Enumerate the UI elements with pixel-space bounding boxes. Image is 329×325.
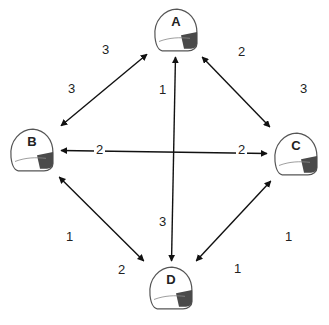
callout-number: 3 bbox=[66, 82, 77, 96]
helmet-icon bbox=[270, 130, 322, 178]
callout-number: 3 bbox=[157, 215, 168, 229]
helmet-node: A bbox=[150, 6, 202, 54]
helmet-icon bbox=[145, 264, 197, 312]
helmet-line bbox=[279, 162, 310, 166]
double-arrow bbox=[59, 177, 144, 261]
helmet-line bbox=[15, 158, 46, 162]
callout-number: 2 bbox=[94, 143, 105, 157]
double-arrow bbox=[202, 57, 270, 127]
helmet-line bbox=[154, 296, 185, 300]
helmet-visor bbox=[176, 290, 192, 307]
helmet-letter: C bbox=[270, 130, 322, 153]
callout-number: 3 bbox=[298, 82, 309, 96]
helmet-node: D bbox=[145, 264, 197, 312]
callout-number: 3 bbox=[100, 43, 111, 57]
callout-number: 2 bbox=[236, 45, 247, 59]
helmet-visor bbox=[301, 156, 317, 173]
callout-number: 2 bbox=[116, 263, 127, 277]
helmet-visor bbox=[181, 32, 197, 49]
helmet-icon bbox=[150, 6, 202, 54]
helmet-line bbox=[159, 38, 190, 42]
double-arrow bbox=[172, 57, 176, 261]
helmet-visor bbox=[37, 152, 53, 169]
helmet-letter: D bbox=[145, 264, 197, 287]
callout-number: 1 bbox=[64, 230, 75, 244]
callout-number: 1 bbox=[232, 262, 243, 276]
helmet-letter: A bbox=[150, 6, 202, 29]
double-arrow bbox=[61, 54, 147, 126]
helmet-node: B bbox=[6, 126, 58, 174]
callout-number: 2 bbox=[236, 143, 247, 157]
double-arrow bbox=[196, 181, 271, 261]
callout-number: 1 bbox=[283, 230, 294, 244]
callout-number: 1 bbox=[157, 83, 168, 97]
helmet-icon bbox=[6, 126, 58, 174]
helmet-letter: B bbox=[6, 126, 58, 149]
helmet-node: C bbox=[270, 130, 322, 178]
